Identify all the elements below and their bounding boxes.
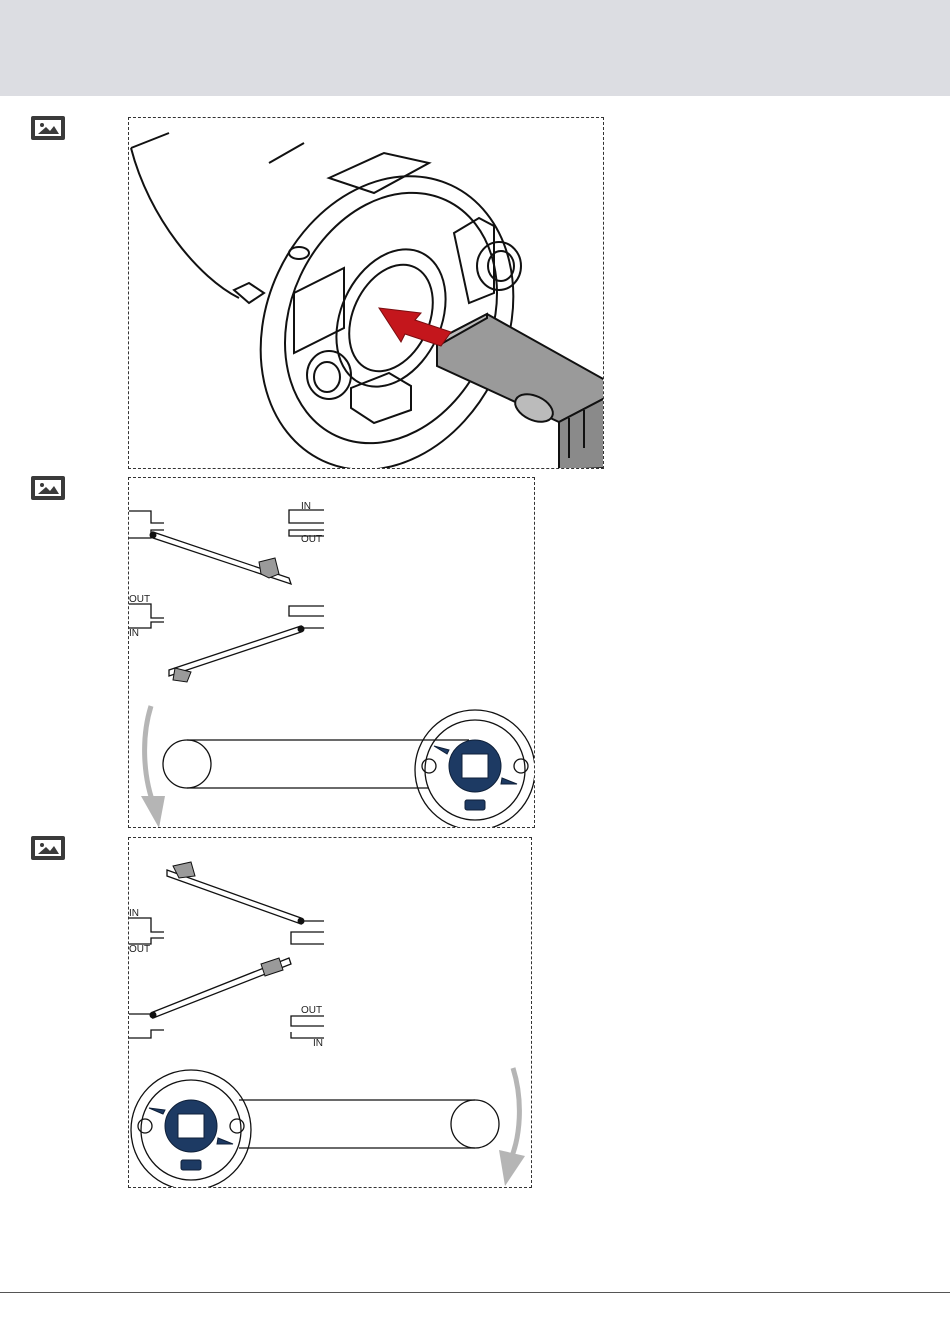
header-band [0,0,950,96]
footer-rule [0,1292,950,1293]
label-out: OUT [129,594,150,605]
image-icon [31,476,65,500]
label-out: OUT [301,534,322,545]
image-icon [31,116,65,140]
label-in: IN [301,501,311,512]
figure-rotation-right: IN OUT OUT IN [128,837,532,1188]
image-icon [31,836,65,860]
figure-motor-head [128,117,604,469]
label-in: IN [129,628,139,639]
label-out: OUT [301,1005,322,1016]
label-in: IN [313,1038,323,1049]
figure-rotation-left: IN OUT OUT IN [128,477,535,828]
label-out: OUT [129,944,150,955]
label-in: IN [129,908,139,919]
